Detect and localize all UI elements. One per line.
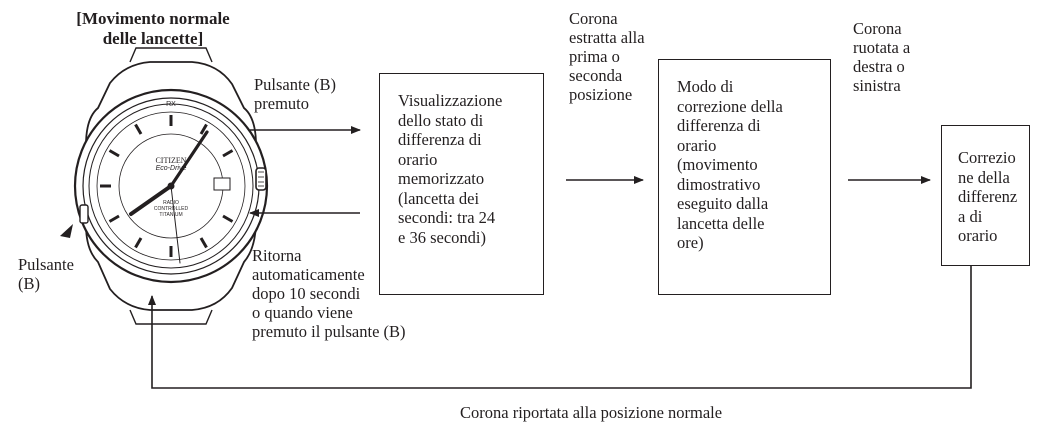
hour-marker (134, 237, 143, 249)
crown-turned-label: Corona ruotata a destra o sinistra (853, 19, 911, 95)
box-stored-difference: Visualizzazione dello stato di differenz… (379, 73, 544, 295)
watch-brand: CITIZEN (155, 156, 187, 165)
date-window (213, 177, 231, 191)
box-difference-correction: Correzio ne della differenz a di orario (941, 125, 1030, 266)
box-difference-correction-text: Correzio ne della differenz a di orario (958, 148, 1018, 245)
return-auto-label: Ritorna automaticamente dopo 10 secondi … (252, 246, 406, 341)
hour-marker (108, 214, 120, 223)
diagram-title: [Movimento normale delle lancette] (76, 9, 230, 48)
box-stored-difference-text: Visualizzazione dello stato di differenz… (398, 91, 503, 247)
crown-pulled-label: Corona estratta alla prima o seconda pos… (569, 9, 645, 104)
crown-return-label: Corona riportata alla posizione normale (460, 403, 723, 422)
hour-marker (222, 149, 234, 158)
hour-marker (134, 123, 143, 135)
hour-marker (108, 149, 120, 158)
hour-markers (100, 115, 234, 257)
hour-marker (222, 214, 234, 223)
watch-hands (129, 130, 209, 264)
hour-marker (199, 237, 208, 249)
box-correction-mode-text: Modo di correzione della differenza di o… (677, 77, 783, 252)
hour-marker (199, 123, 208, 135)
crown-return-loop (148, 266, 972, 389)
watch-top-marker: RX (166, 101, 176, 108)
button-pointer-icon (60, 224, 73, 238)
box-correction-mode: Modo di correzione della differenza di o… (658, 59, 831, 295)
button-b-label: Pulsante (B) (18, 255, 74, 293)
watch-line: Eco-Drive (155, 165, 187, 172)
watch-dial-text: RADIO CONTROLLED TITANIUM (153, 200, 189, 218)
press-label: Pulsante (B) premuto (254, 75, 337, 113)
